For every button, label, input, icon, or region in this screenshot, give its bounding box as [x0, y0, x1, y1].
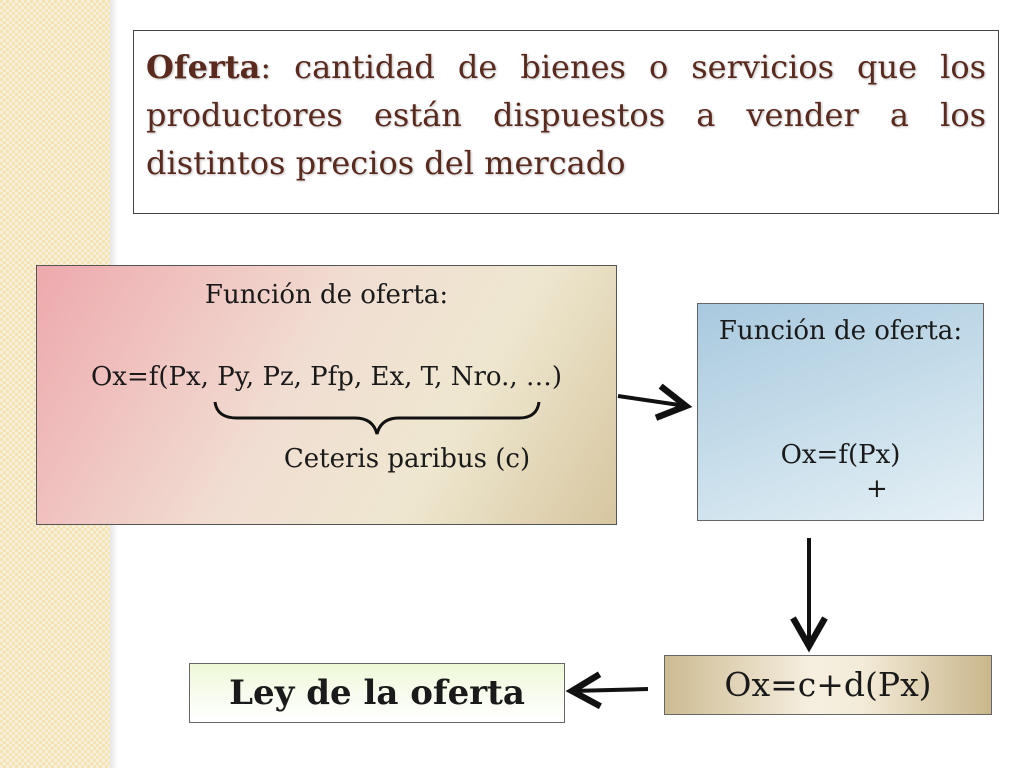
general-function-heading: Función de oferta:	[204, 280, 449, 310]
simple-function-heading: Función de oferta:	[718, 316, 963, 346]
simple-supply-function-box: Función de oferta: Ox=f(Px) +	[697, 303, 984, 521]
definition-body: : cantidad de bienes o servicios que los…	[146, 48, 986, 182]
definition-text: Oferta: cantidad de bienes o servicios q…	[146, 43, 986, 187]
ceteris-paribus-label: Ceteris paribus (c)	[283, 444, 531, 474]
positive-relation-sign: +	[866, 474, 888, 504]
general-function-formula: Ox=f(Px, Py, Pz, Pfp, Ex, T, Nro., …)	[90, 362, 563, 392]
definition-box: Oferta: cantidad de bienes o servicios q…	[133, 30, 999, 214]
simple-function-formula: Ox=f(Px)	[780, 440, 901, 470]
arrow-general-to-simple	[617, 383, 693, 421]
linear-function-formula: Ox=c+d(Px)	[724, 665, 932, 704]
general-supply-function-box: Función de oferta: Ox=f(Px, Py, Pz, Pfp,…	[36, 265, 617, 525]
linear-supply-function-box: Ox=c+d(Px)	[664, 655, 992, 715]
law-of-supply-box: Ley de la oferta	[189, 663, 565, 723]
law-of-supply-label: Ley de la oferta	[229, 673, 525, 713]
arrow-linear-to-law	[565, 671, 649, 710]
curly-brace-icon	[213, 401, 541, 435]
definition-term: Oferta	[146, 48, 261, 86]
